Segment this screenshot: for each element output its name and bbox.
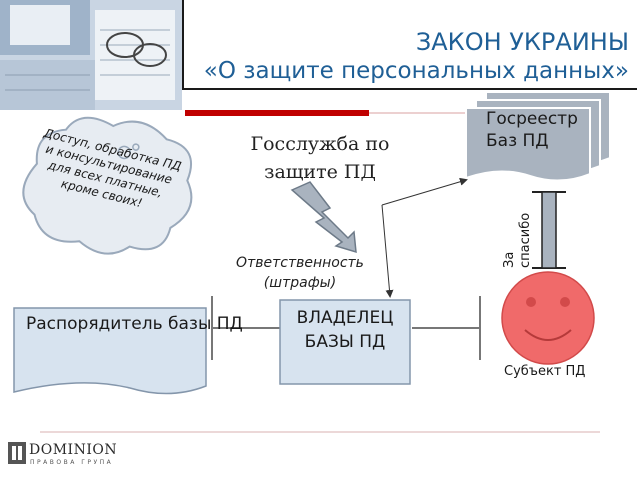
page-subtitle: «О защите персональных данных» bbox=[203, 58, 629, 84]
subject-label: Субъект ПД bbox=[504, 364, 586, 379]
registry-label: Госреестр Баз ПД bbox=[486, 109, 578, 151]
logo-name: DOMINION bbox=[29, 442, 118, 458]
owner-subject-connector bbox=[412, 296, 481, 360]
gos-service-label: Госслужба по защите ПД bbox=[250, 133, 390, 183]
logo-subtitle: ПРАВОВА ГРУПА bbox=[30, 459, 114, 466]
owner-label: ВЛАДЕЛЕЦ БАЗЫ ПД bbox=[296, 308, 394, 352]
registry-document-shape bbox=[465, 91, 611, 182]
distributor-document-shape bbox=[13, 307, 207, 395]
thanks-bar bbox=[532, 191, 566, 269]
accent-red-bar bbox=[185, 110, 369, 116]
arrow-to-registry bbox=[381, 177, 468, 206]
distributor-owner-connector bbox=[211, 296, 280, 360]
lightning-bolt-icon bbox=[290, 181, 357, 254]
responsibility-label: Ответственность (штрафы) bbox=[236, 255, 364, 291]
smiley-face-icon bbox=[501, 271, 595, 365]
thanks-label: За спасибо bbox=[502, 212, 533, 268]
cloud-shape bbox=[22, 116, 193, 255]
dominion-logo-mark bbox=[8, 442, 26, 464]
page-title: ЗАКОН УКРАИНЫ bbox=[415, 28, 629, 56]
distributor-label: Распорядитель базы ПД bbox=[26, 314, 243, 334]
header-photo bbox=[0, 0, 182, 110]
arrow-to-owner bbox=[381, 204, 394, 298]
title-box: ЗАКОН УКРАИНЫ «О защите персональных дан… bbox=[182, 0, 637, 90]
owner-box bbox=[279, 299, 411, 385]
